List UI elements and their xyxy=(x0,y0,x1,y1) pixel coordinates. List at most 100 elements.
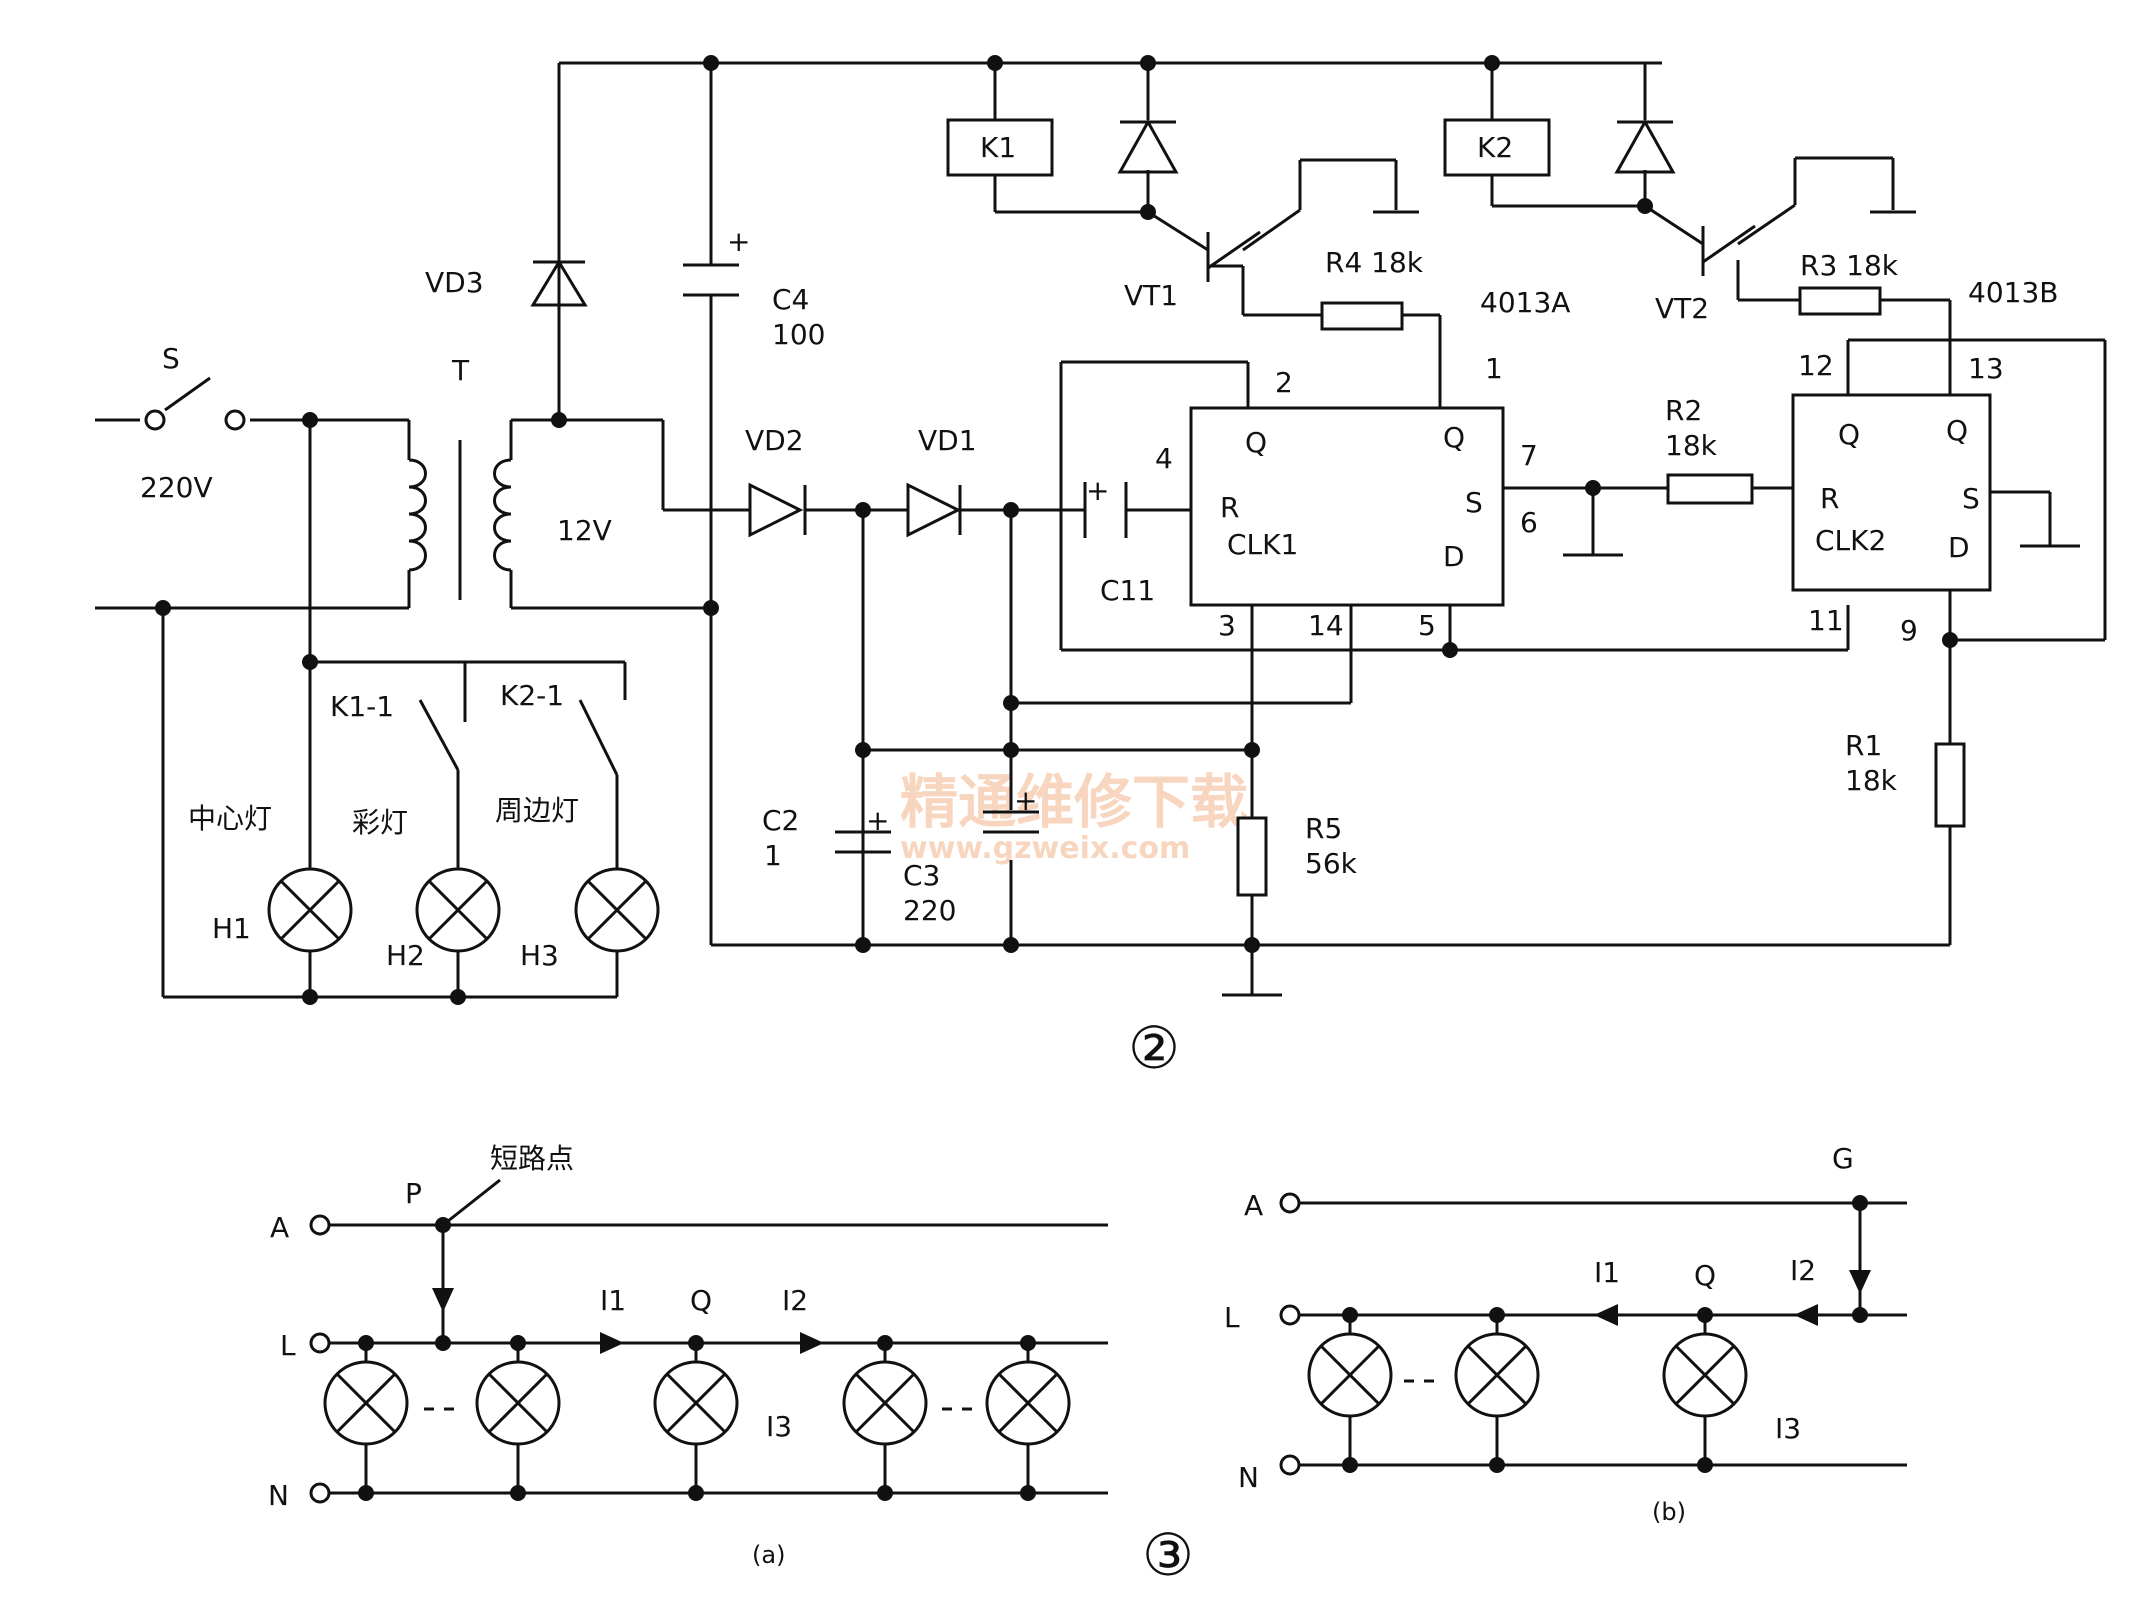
lamp-b2 xyxy=(1454,1332,1540,1418)
label-a-i1: I1 xyxy=(600,1284,626,1317)
pin-6: 6 xyxy=(1520,506,1538,539)
watermark: 精通维修下载 www.gzweix.com xyxy=(900,768,1248,866)
label-b-i2: I2 xyxy=(1790,1254,1816,1287)
resistor-r1 xyxy=(1934,742,1966,828)
label-a-a: A xyxy=(270,1211,289,1244)
label-a-q: Q xyxy=(690,1284,712,1317)
resistor-r2 xyxy=(1666,473,1754,505)
arrow-i2 xyxy=(800,1332,824,1354)
figure-number-3: ③ xyxy=(1142,1521,1194,1589)
pin-4: 4 xyxy=(1155,442,1173,475)
capacitor-c4 xyxy=(683,263,739,297)
pin-q2: Q xyxy=(1838,418,1860,451)
label-b-a: A xyxy=(1244,1189,1263,1222)
fig3b-terminals xyxy=(1279,1192,1301,1476)
label-a-i3: I3 xyxy=(766,1410,792,1443)
fig3b-labels: A L N G I1 Q I2 I3 (b) xyxy=(1224,1142,1854,1526)
label-c4: C4 xyxy=(772,283,809,316)
lamp-a5 xyxy=(985,1360,1071,1446)
pin-d1: D xyxy=(1443,540,1465,573)
plus-c2: + xyxy=(866,804,889,837)
label-t: T xyxy=(451,354,470,387)
pin-s2: S xyxy=(1962,482,1980,515)
pin-d2: D xyxy=(1948,531,1970,564)
pin-3: 3 xyxy=(1218,609,1236,642)
pin-2: 2 xyxy=(1275,366,1293,399)
resistor-r3 xyxy=(1798,286,1882,316)
pin-q1: Q xyxy=(1245,426,1267,459)
pin-11: 11 xyxy=(1808,604,1844,637)
label-4013b: 4013B xyxy=(1968,276,2058,309)
label-c4-value: 100 xyxy=(772,318,825,351)
pin-r1: R xyxy=(1220,491,1239,524)
label-vt1: VT1 xyxy=(1124,279,1178,312)
transformer xyxy=(408,440,512,600)
label-color-lamp: 彩灯 xyxy=(352,806,408,839)
capacitor-c2 xyxy=(835,750,891,854)
arrow-g-down xyxy=(1849,1270,1871,1294)
label-h3: H3 xyxy=(520,939,559,972)
lamp-b1 xyxy=(1307,1332,1393,1418)
label-c3-value: 220 xyxy=(903,894,956,927)
capacitor-c11 xyxy=(1083,482,1128,538)
label-c2-value: 1 xyxy=(764,839,782,872)
pin-5: 5 xyxy=(1418,609,1436,642)
label-r3: R3 18k xyxy=(1800,249,1899,282)
label-b-q: Q xyxy=(1694,1259,1716,1292)
ic-4013b xyxy=(1791,393,1992,592)
capacitor-c3 xyxy=(983,810,1039,834)
label-b-n: N xyxy=(1238,1461,1259,1494)
fig3a-terminals xyxy=(309,1214,331,1504)
relay-k2 xyxy=(1443,118,1551,177)
label-k1: K1 xyxy=(980,131,1016,164)
label-r2-value: 18k xyxy=(1665,429,1718,462)
lamp-a4 xyxy=(842,1360,928,1446)
pin-s1: S xyxy=(1465,486,1483,519)
label-vd3: VD3 xyxy=(425,266,484,299)
fig2-wires xyxy=(95,61,2107,999)
label-b-l: L xyxy=(1224,1301,1240,1334)
diode-vd3 xyxy=(530,259,588,307)
caption-a: (a) xyxy=(752,1541,785,1569)
resistor-r4 xyxy=(1320,301,1404,331)
label-b-i3: I3 xyxy=(1775,1412,1801,1445)
arrow-i1 xyxy=(600,1332,624,1354)
pin-1: 1 xyxy=(1485,352,1503,385)
plus-c11: + xyxy=(1086,474,1109,507)
label-a-i2: I2 xyxy=(782,1284,808,1317)
figure-number-2: ② xyxy=(1128,1014,1180,1082)
label-r2: R2 xyxy=(1665,394,1702,427)
fig3a-labels: A L N P 短路点 I1 Q I2 I3 (a) ③ xyxy=(268,1142,1194,1589)
label-s: S xyxy=(162,342,180,375)
pin-q2b: Q xyxy=(1946,414,1968,447)
arrow-p-down xyxy=(432,1288,454,1312)
pin-14: 14 xyxy=(1308,609,1344,642)
label-clk1: CLK1 xyxy=(1227,528,1298,561)
label-220v: 220V xyxy=(140,471,213,504)
label-a-n: N xyxy=(268,1479,289,1512)
label-12v: 12V xyxy=(557,514,612,547)
label-a-l: L xyxy=(280,1329,296,1362)
label-k2-1: K2-1 xyxy=(500,679,564,712)
pin-12: 12 xyxy=(1798,349,1834,382)
label-c2: C2 xyxy=(762,804,799,837)
pin-9: 9 xyxy=(1900,614,1918,647)
label-clk2: CLK2 xyxy=(1815,524,1886,557)
label-c3: C3 xyxy=(903,859,940,892)
fig2-labels: S 220V T 12V VD3 + C4 100 VD2 VD1 + C11 … xyxy=(140,131,2058,1082)
caption-b: (b) xyxy=(1652,1498,1686,1526)
ic-4013a xyxy=(1189,406,1505,607)
diode-vd2 xyxy=(748,482,807,538)
lamp-h1 xyxy=(267,867,353,953)
label-h1: H1 xyxy=(212,912,251,945)
arrow-b-i1 xyxy=(1594,1304,1618,1326)
plus-c4: + xyxy=(727,225,750,258)
pin-q1b: Q xyxy=(1443,421,1465,454)
diode-vd1 xyxy=(906,482,962,538)
mains-switch xyxy=(144,409,246,431)
diode-k2 xyxy=(1614,118,1676,174)
svg-text:精通维修下载: 精通维修下载 xyxy=(900,768,1248,836)
label-r1: R1 xyxy=(1845,729,1882,762)
label-r4: R4 18k xyxy=(1325,246,1424,279)
